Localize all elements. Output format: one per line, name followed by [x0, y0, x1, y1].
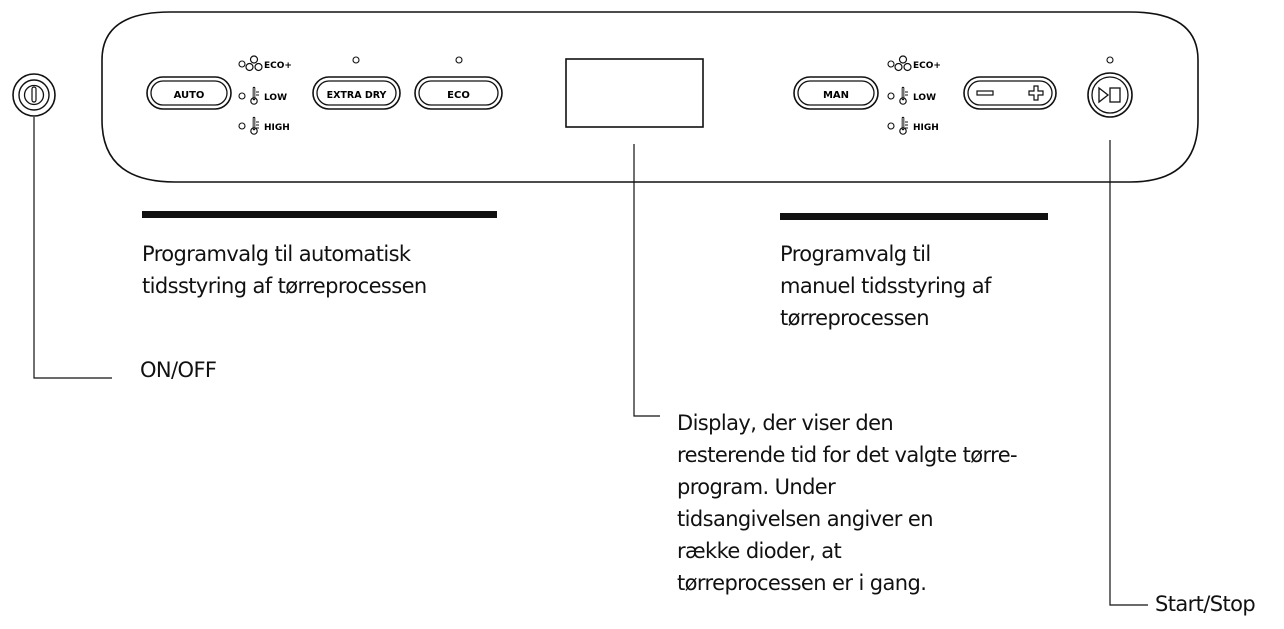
thermometer-icon	[250, 86, 259, 105]
auto-ind-eco: ECO+	[264, 61, 292, 71]
manual-program-caption: Programvalg til manuel tidsstyring af tø…	[780, 238, 991, 334]
extra-dry-button-label: EXTRA DRY	[327, 90, 387, 101]
start-stop-leader	[1109, 140, 1148, 606]
caption-line: Display, der viser den	[677, 411, 894, 435]
display-leader	[633, 144, 660, 417]
display-caption: Display, der viser den resterende tid fo…	[677, 407, 1018, 599]
thermometer-icon	[250, 116, 259, 135]
manual-section-bar	[780, 213, 1048, 220]
man-ind-eco: ECO+	[913, 61, 941, 71]
auto-ind-low: LOW	[264, 93, 287, 103]
power-button[interactable]	[12, 73, 56, 117]
power-icon	[23, 84, 45, 106]
auto-indicators: ECO+ LOW HIGH	[238, 55, 292, 135]
auto-program-caption: Programvalg til automatisk tidsstyring a…	[142, 238, 427, 302]
man-ind-high: HIGH	[913, 123, 939, 133]
start-stop-button[interactable]	[1087, 72, 1133, 118]
auto-button[interactable]: AUTO	[146, 76, 232, 110]
caption-line: program. Under	[677, 475, 836, 499]
eco-button[interactable]: ECO	[414, 76, 503, 110]
play-pause-icon	[1098, 86, 1121, 104]
caption-line: tørreprocessen er i gang.	[677, 571, 927, 595]
man-button-label: MAN	[823, 90, 849, 101]
man-indicators: ECO+ LOW HIGH	[887, 55, 941, 135]
fan-icon	[245, 55, 263, 72]
plus-icon	[1028, 85, 1044, 101]
eco-led	[455, 56, 463, 64]
auto-ind-high: HIGH	[264, 123, 290, 133]
start-stop-caption: Start/Stop	[1155, 592, 1256, 616]
thermometer-icon	[899, 116, 908, 135]
extra-dry-led	[352, 56, 360, 64]
time-adjust-button[interactable]	[963, 76, 1057, 110]
caption-line: Programvalg til	[780, 242, 931, 266]
auto-section-bar	[142, 211, 497, 218]
start-stop-led	[1106, 56, 1114, 64]
fan-icon	[894, 55, 912, 72]
eco-button-label: ECO	[447, 90, 470, 101]
extra-dry-button[interactable]: EXTRA DRY	[312, 76, 401, 110]
auto-button-label: AUTO	[174, 90, 205, 101]
on-off-caption: ON/OFF	[140, 358, 217, 382]
caption-line: tørreprocessen	[780, 306, 930, 330]
thermometer-icon	[899, 86, 908, 105]
on-off-leader	[33, 117, 112, 379]
man-button[interactable]: MAN	[793, 76, 879, 110]
caption-line: Programvalg til automatisk	[142, 242, 411, 266]
caption-line: tidsstyring af tørreprocessen	[142, 274, 427, 298]
caption-line: manuel tidsstyring af	[780, 274, 991, 298]
caption-line: tidsangivelsen angiver en	[677, 507, 934, 531]
minus-icon	[976, 90, 994, 96]
caption-line: resterende tid for det valgte tørre-	[677, 443, 1018, 467]
caption-line: række dioder, at	[677, 539, 842, 563]
display-screen	[565, 58, 704, 128]
man-ind-low: LOW	[913, 93, 936, 103]
panel-outline	[101, 11, 1199, 183]
